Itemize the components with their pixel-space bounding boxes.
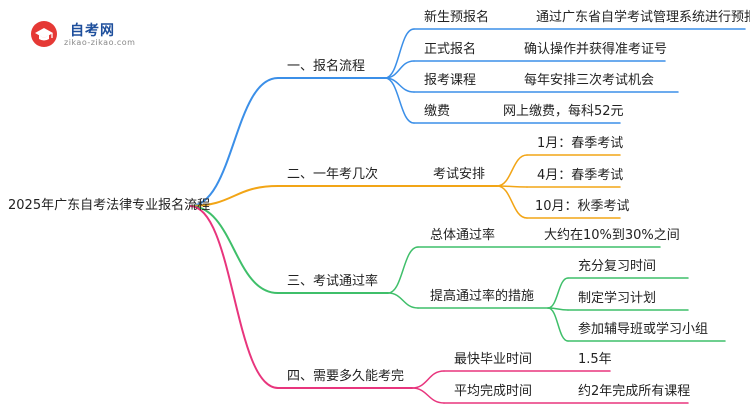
connector-overall-rate (387, 246, 419, 294)
item-fastest-graduation: 最快毕业时间 (454, 352, 533, 367)
graduation-cap-icon (31, 21, 57, 47)
connector-measure-1 (547, 277, 569, 309)
branch-registration-process: 一、报名流程 (287, 59, 366, 74)
item-improve-pass-rate: 提高通过率的措施 (430, 289, 535, 304)
exam-october: 10月：秋季考试 (535, 199, 630, 214)
exam-april: 4月：春季考试 (537, 168, 624, 183)
measure-tutoring: 参加辅导班或学习小组 (578, 322, 709, 337)
connector-fastest (411, 370, 445, 389)
connector-root-branch4 (189, 205, 279, 389)
connector-improve-rate (387, 292, 419, 309)
item-new-student-prereg: 新生预报名 (424, 10, 490, 25)
site-logo: 自考网 zikao-zikao.com (30, 18, 180, 52)
item-course-registration: 报考课程 (424, 73, 477, 88)
logo-name: 自考网 (70, 23, 115, 39)
connector-exam-3 (496, 185, 528, 219)
measure-study-plan: 制定学习计划 (578, 291, 657, 306)
connector-root-branch2 (189, 185, 279, 207)
branch-pass-rate: 三、考试通过率 (287, 274, 379, 289)
connector-root-branch3 (189, 205, 279, 294)
root-topic: 2025年广东自考法律专业报名流程 (8, 198, 211, 213)
logo-url: zikao-zikao.com (64, 38, 136, 47)
connector-branch1-item1 (384, 28, 415, 79)
value-new-student-prereg: 通过广东省自学考试管理系统进行预报名 (536, 10, 750, 25)
item-formal-registration: 正式报名 (424, 42, 477, 57)
exam-january: 1月：春季考试 (537, 136, 624, 151)
connector-root-branch1 (189, 77, 279, 207)
connector-measure-3 (547, 307, 569, 342)
connector-average (411, 387, 445, 404)
value-formal-registration: 确认操作并获得准考证号 (524, 42, 668, 57)
value-overall-pass-rate: 大约在10%到30%之间 (544, 228, 680, 243)
item-payment: 缴费 (424, 104, 451, 119)
value-average-completion: 约2年完成所有课程 (578, 384, 691, 399)
item-overall-pass-rate: 总体通过率 (430, 228, 496, 243)
branch-exams-per-year: 二、一年考几次 (287, 167, 379, 182)
value-fastest-graduation: 1.5年 (578, 352, 612, 367)
value-payment: 网上缴费，每科52元 (503, 104, 624, 119)
measure-review-time: 充分复习时间 (578, 259, 657, 274)
value-course-registration: 每年安排三次考试机会 (524, 73, 655, 88)
connector-branch1-item4 (384, 77, 415, 124)
item-average-completion: 平均完成时间 (454, 384, 533, 399)
connector-exam-1 (496, 154, 528, 187)
branch-time-to-complete: 四、需要多久能考完 (287, 369, 405, 384)
item-exam-schedule: 考试安排 (433, 167, 486, 182)
